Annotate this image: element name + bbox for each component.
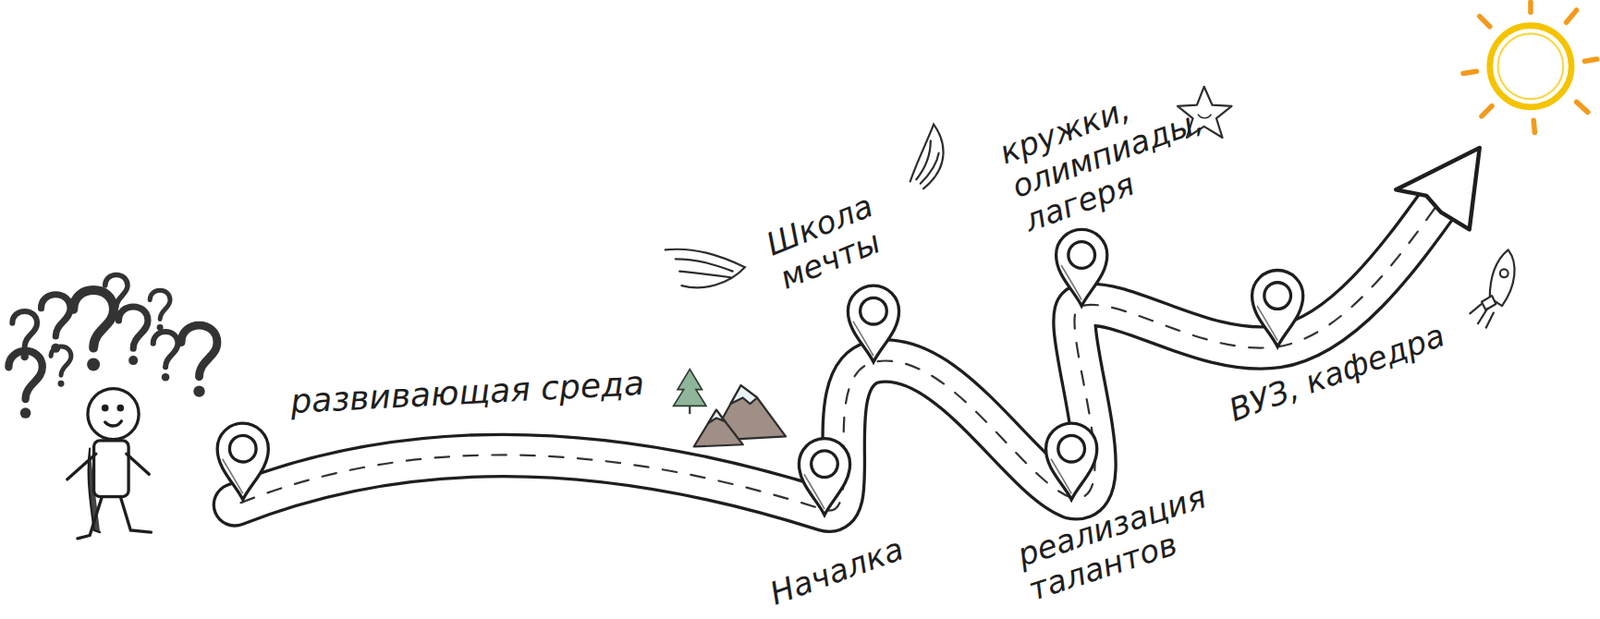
mountains-icon bbox=[694, 385, 786, 447]
stage-label: Началка bbox=[765, 530, 909, 612]
rocket-icon bbox=[1469, 249, 1515, 329]
stage-label: кружки, олимпиады, лагеря bbox=[994, 68, 1221, 239]
walking-person bbox=[67, 389, 152, 539]
stage-label: развивающая среда bbox=[289, 364, 646, 421]
location-pins bbox=[217, 229, 1304, 515]
road bbox=[234, 147, 1480, 512]
stage-label: Школа мечты bbox=[761, 187, 892, 297]
sun-icon bbox=[1463, 1, 1598, 133]
tree-icon bbox=[673, 369, 707, 416]
